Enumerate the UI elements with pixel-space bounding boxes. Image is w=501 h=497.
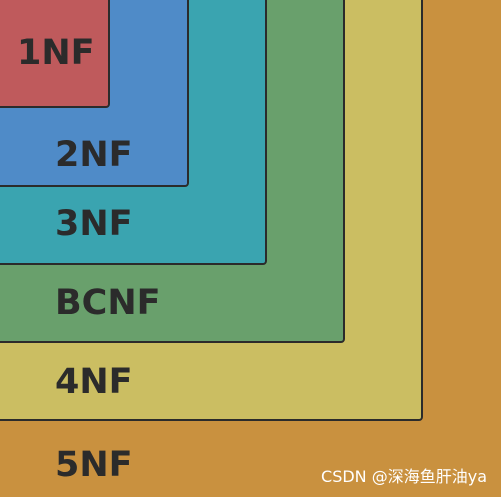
label-2nf: 2NF: [55, 135, 133, 175]
label-1nf: 1NF: [17, 33, 95, 73]
label-3nf: 3NF: [55, 204, 133, 244]
watermark: CSDN @深海鱼肝油ya: [321, 467, 487, 486]
label-5nf: 5NF: [55, 445, 133, 485]
label-bcnf: BCNF: [55, 283, 161, 323]
layer-1nf: [0, 0, 110, 108]
label-4nf: 4NF: [55, 362, 133, 402]
